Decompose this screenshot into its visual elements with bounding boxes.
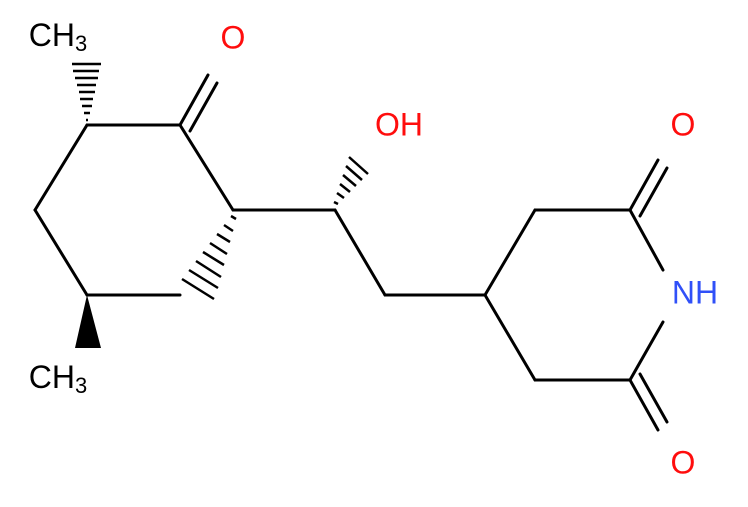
bond-c2p-n — [628, 208, 665, 272]
solid-wedge-bottom-methyl — [75, 295, 101, 348]
bond-c4p-c3p — [483, 208, 537, 297]
bond-imide-bottom-b — [638, 372, 669, 424]
bond-n-c6p — [628, 320, 665, 382]
hydroxyl-label: OH — [375, 106, 423, 142]
bond-imide-bottom-a — [628, 378, 660, 432]
hashed-wedge-top-methyl — [72, 62, 101, 122]
bond-c6-c1 — [178, 123, 235, 212]
ch3-bottom-label: CH3 — [29, 359, 87, 397]
bond-choh-ch2 — [333, 208, 387, 297]
bond-c3-c4 — [33, 208, 89, 297]
bond-ketone-b — [188, 81, 219, 133]
imide-nh-label: NH — [672, 274, 718, 310]
bond-imide-top-a — [628, 158, 660, 212]
bond-c5p-c4p — [483, 293, 537, 382]
hashed-wedge-ring — [181, 214, 237, 301]
bond-imide-top-b — [638, 166, 669, 218]
ketone-oxygen-label: O — [221, 19, 246, 55]
imide-oxygen-bottom-label: O — [671, 444, 696, 480]
bond-c4-c5 — [33, 123, 89, 212]
imide-oxygen-top-label: O — [671, 106, 696, 142]
ch3-top-label: CH3 — [29, 17, 87, 55]
hashed-wedge-oh — [333, 156, 369, 206]
bond-ketone-a — [178, 73, 210, 127]
